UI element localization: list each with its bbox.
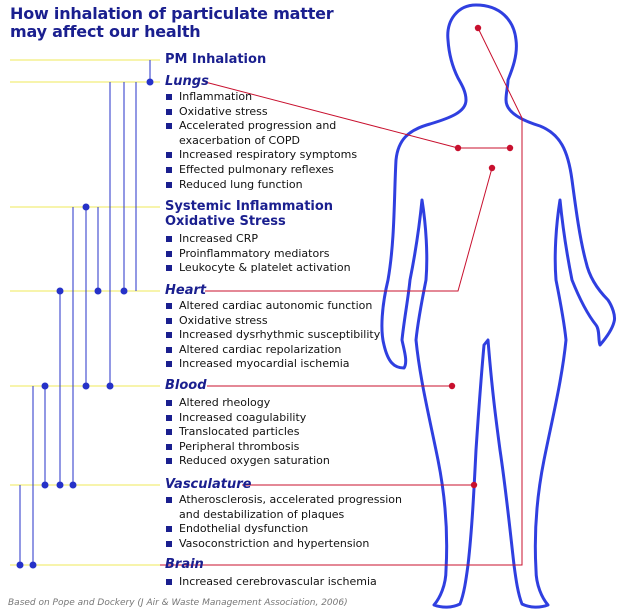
diagram-title: How inhalation of particulate matter may…: [10, 5, 340, 41]
connector-dot: [16, 561, 24, 569]
pointer-dot-vasculature: [470, 481, 478, 489]
connector-dot: [106, 382, 114, 390]
pointer-lines: [160, 27, 523, 566]
connector-dot: [120, 287, 128, 295]
list-item: Effected pulmonary reflexes: [165, 163, 380, 178]
pointer-dot-lungs-left: [454, 144, 462, 152]
connector-dot: [41, 382, 49, 390]
list-item: Vasoconstriction and hypertension: [165, 537, 405, 552]
section-list-systemic: Increased CRP Proinflammatory mediators …: [165, 232, 380, 276]
list-item: Altered cardiac repolarization: [165, 343, 390, 358]
list-item: Oxidative stress: [165, 105, 380, 120]
connector-dot: [82, 203, 90, 211]
connector-dot: [56, 287, 64, 295]
list-item: Altered rheology: [165, 396, 380, 411]
connector-dot: [69, 481, 77, 489]
section-list-heart: Altered cardiac autonomic function Oxida…: [165, 299, 390, 372]
pointer-brain: [160, 27, 523, 566]
connector-dot: [94, 287, 102, 295]
list-item: Endothelial dysfunction: [165, 522, 405, 537]
title-line-2: may affect our health: [10, 22, 201, 41]
section-title-blood: Blood: [165, 378, 207, 393]
section-title-heart: Heart: [165, 283, 207, 298]
pointer-heart: [205, 167, 493, 292]
list-item: Oxidative stress: [165, 314, 390, 329]
section-list-lungs: Inflammation Oxidative stress Accelerate…: [165, 90, 380, 192]
list-item: Increased dysrhythmic susceptibility: [165, 328, 390, 343]
list-item: Accelerated progression and exacerbation…: [165, 119, 339, 148]
list-item: Increased CRP: [165, 232, 380, 247]
pm-inhalation-heading: PM Inhalation: [165, 52, 267, 67]
connector-dot: [82, 382, 90, 390]
section-title-systemic-line-2: Oxidative Stress: [165, 214, 286, 229]
list-item: Reduced lung function: [165, 178, 380, 193]
pointer-dot-heart: [488, 164, 496, 172]
connector-dot: [41, 481, 49, 489]
section-list-blood: Altered rheology Increased coagulability…: [165, 396, 380, 469]
section-title-systemic-line-1: Systemic Inflammation: [165, 199, 334, 214]
list-item: Leukocyte & platelet activation: [165, 261, 380, 276]
connector-dot: [56, 481, 64, 489]
list-item: Translocated particles: [165, 425, 380, 440]
list-item: Atherosclerosis, accelerated progression…: [165, 493, 405, 522]
source-credit: Based on Pope and Dockery (J Air & Waste…: [8, 598, 348, 608]
list-item: Increased respiratory symptoms: [165, 148, 380, 163]
section-title-vasculature: Vasculature: [165, 477, 252, 492]
pointer-dot-brain: [474, 24, 482, 32]
title-line-1: How inhalation of particulate matter: [10, 4, 334, 23]
connector-dot: [29, 561, 37, 569]
section-title-brain: Brain: [165, 557, 204, 572]
section-list-vasculature: Atherosclerosis, accelerated progression…: [165, 493, 405, 551]
pointer-dot-lungs-right: [506, 144, 514, 152]
list-item: Increased coagulability: [165, 411, 380, 426]
section-title-systemic: Systemic Inflammation Oxidative Stress: [165, 199, 333, 229]
list-item: Inflammation: [165, 90, 380, 105]
list-item: Increased myocardial ischemia: [165, 357, 390, 372]
human-body-outline: [380, 3, 616, 609]
section-list-brain: Increased cerebrovascular ischemia: [165, 575, 405, 590]
section-title-lungs: Lungs: [165, 74, 209, 89]
pointer-lungs: [204, 81, 459, 149]
list-item: Reduced oxygen saturation: [165, 454, 380, 469]
connector-dots: [16, 78, 154, 569]
connector-lines: [19, 60, 151, 565]
list-item: Proinflammatory mediators: [165, 247, 380, 262]
connector-dot: [146, 78, 154, 86]
list-item: Increased cerebrovascular ischemia: [165, 575, 405, 590]
list-item: Peripheral thrombosis: [165, 440, 380, 455]
pointer-dot-blood: [448, 382, 456, 390]
pointer-dots: [448, 24, 514, 489]
list-item: Altered cardiac autonomic function: [165, 299, 390, 314]
